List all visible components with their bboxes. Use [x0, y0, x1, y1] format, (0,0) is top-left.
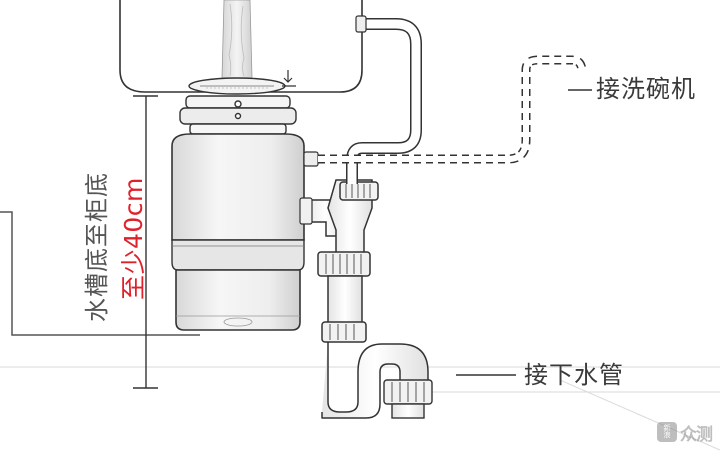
watermark-icon-text-1: 新 [663, 423, 671, 432]
watermark-icon-text-2: 浪 [663, 431, 671, 439]
sink-flange [188, 77, 286, 95]
label-dishwasher-connection: 接洗碗机 [596, 75, 696, 103]
watermark-icon: 新 浪 [657, 422, 677, 442]
flange-arrow [282, 70, 296, 87]
height-dimension [133, 95, 158, 389]
dishwasher-inlet [303, 151, 319, 167]
label-minimum-height: 至少40cm [119, 177, 148, 300]
mounting-rings [179, 95, 297, 135]
label-sink-to-cabinet-bottom: 水槽底至柜底 [83, 172, 111, 322]
trap-outlet-fitting [383, 379, 433, 419]
cabinet-outline [0, 211, 200, 336]
label-drain-connection: 接下水管 [524, 361, 624, 389]
p-trap [321, 342, 429, 419]
drain-tailpipe [317, 179, 379, 343]
watermark-logo: 新 浪 众测 [657, 419, 713, 445]
watermark-text: 众测 [680, 424, 713, 445]
water-stream [221, 0, 253, 79]
disposer-body [171, 133, 305, 331]
